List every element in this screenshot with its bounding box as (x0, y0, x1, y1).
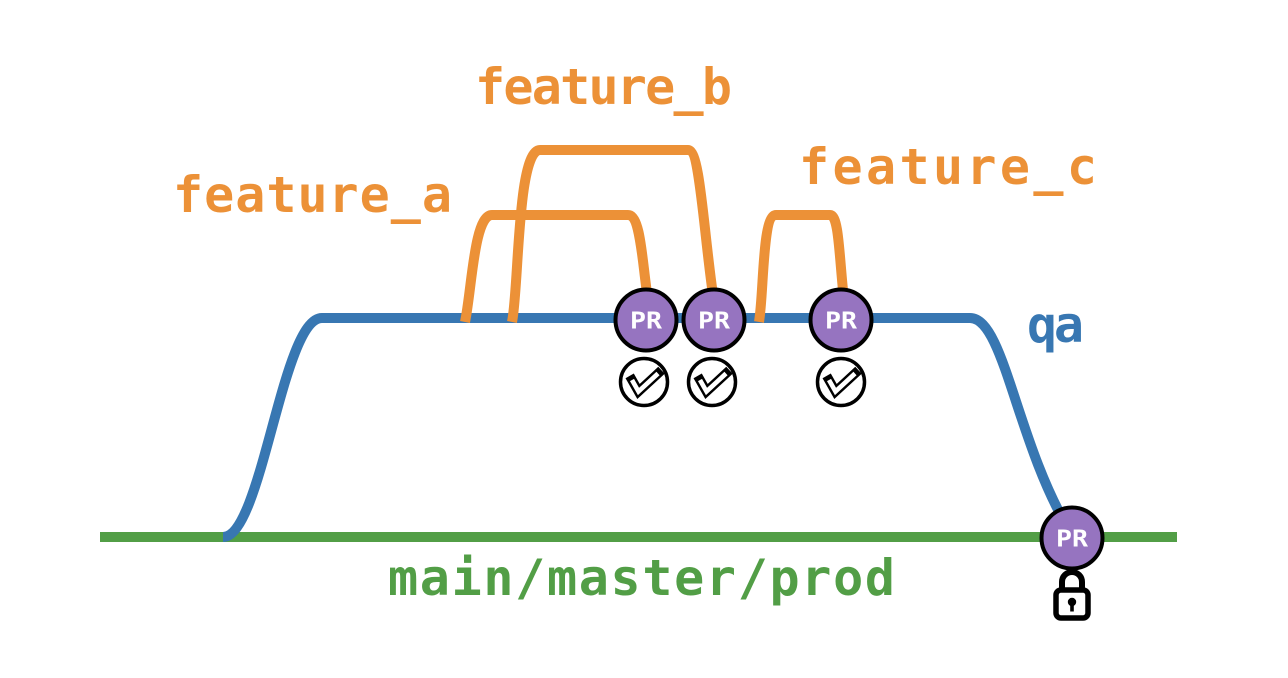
pr-node-label: PR (1056, 525, 1089, 553)
feature-c-branch-line (754, 210, 849, 323)
pr-node-qa-to-main: PR (1039, 505, 1105, 571)
pr-node-label: PR (825, 307, 858, 335)
feature-c-label: feature_c (799, 138, 1097, 196)
pr-node-label: PR (698, 307, 731, 335)
pr-node-feature-a: PR (613, 287, 679, 353)
feature-b-label: feature_b (475, 58, 732, 116)
approved-check-icon (618, 356, 670, 408)
feature-a-branch-line (460, 210, 653, 324)
main-label: main/master/prod (388, 549, 895, 607)
approved-check-icon (815, 356, 867, 408)
pr-node-label: PR (630, 307, 663, 335)
pr-node-feature-c: PR (808, 287, 874, 353)
feature-a-label: feature_a (173, 166, 452, 224)
qa-label: qa (1027, 296, 1084, 354)
approved-check-icon (686, 356, 738, 408)
pr-node-feature-b: PR (681, 287, 747, 353)
padlock-icon (1053, 569, 1091, 621)
feature-b-branch-line (507, 145, 718, 324)
qa-branch-line (221, 313, 1073, 542)
